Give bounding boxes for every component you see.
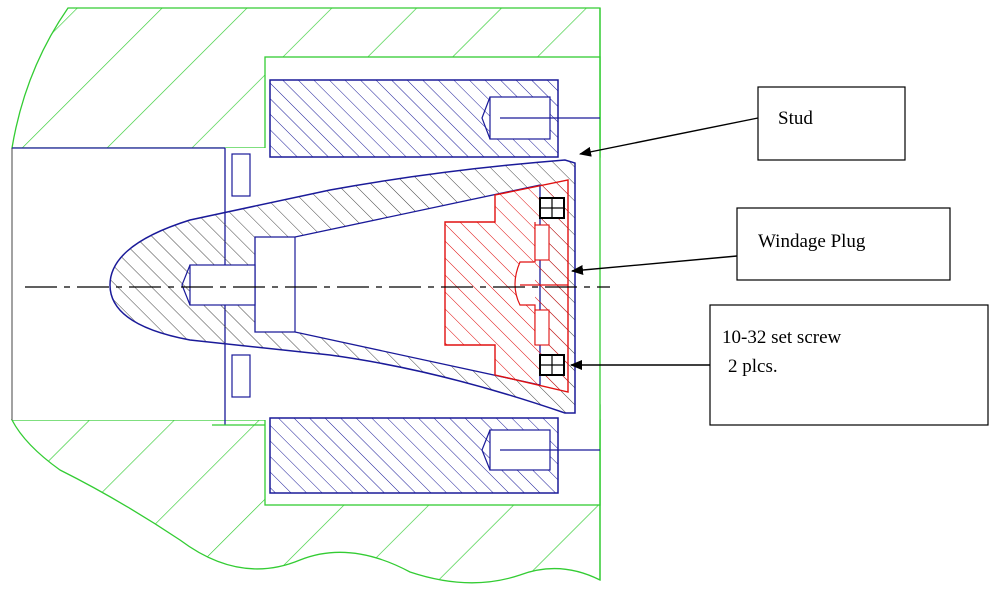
stud-bottom [269, 417, 600, 494]
callout-stud: Stud [579, 86, 906, 161]
callout-set-screw-line1: 10-32 set screw [722, 327, 842, 348]
callout-windage-plug-label: Windage Plug [758, 231, 866, 252]
callout-set-screw: 10-32 set screw 2 plcs. [570, 304, 989, 426]
set-screw-top [539, 197, 565, 219]
callout-stud-label: Stud [778, 108, 813, 129]
leader-windage-plug [571, 255, 738, 275]
stud-top [269, 79, 600, 158]
leader-stud [579, 117, 759, 157]
callout-set-screw-line2: 2 plcs. [728, 356, 778, 377]
callout-windage-plug: Windage Plug [571, 207, 951, 281]
windage-plug [444, 179, 569, 393]
set-screw-bottom [539, 354, 565, 376]
